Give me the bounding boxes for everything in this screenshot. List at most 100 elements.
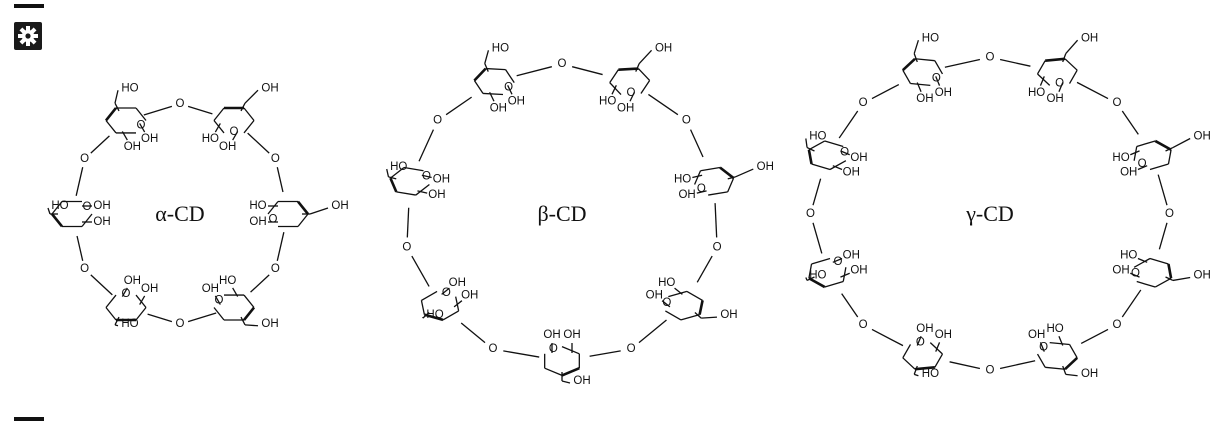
oh-label: OH xyxy=(124,141,141,153)
glycosidic-bond xyxy=(187,312,217,323)
bridge-oxygen-label: O xyxy=(713,241,722,253)
ch2-bond xyxy=(1062,53,1067,63)
oh-label: OH xyxy=(1046,93,1063,105)
oh-label: HO xyxy=(674,173,691,185)
ch2oh-label: HO xyxy=(809,270,826,282)
ring-bond xyxy=(665,310,682,321)
ring-oxygen-label: O xyxy=(442,287,451,299)
oh-bond xyxy=(232,131,239,141)
oh-bond xyxy=(214,295,221,305)
oh-bond xyxy=(935,76,941,86)
oh-label: OH xyxy=(935,329,952,341)
ring-bond xyxy=(505,69,515,83)
glycosidic-bond xyxy=(1158,222,1168,250)
ring-bond xyxy=(297,213,309,227)
oh-bond xyxy=(840,272,850,278)
glycosidic-bond xyxy=(250,274,270,293)
ring-bond xyxy=(1068,69,1078,84)
ring-bond xyxy=(296,200,310,215)
oh-label: HO xyxy=(599,96,616,108)
ring-bond xyxy=(1133,257,1151,268)
bridge-oxygen-label: O xyxy=(1112,97,1121,109)
oh-label: OH xyxy=(449,277,466,289)
ch2oh-label: HO xyxy=(492,42,509,54)
ring-bond xyxy=(708,191,728,196)
oh-bond xyxy=(1130,272,1140,278)
ch2-bond xyxy=(701,316,718,319)
ch2oh-label: HO xyxy=(121,82,138,94)
glycosidic-bond xyxy=(187,105,213,115)
ch2-bond xyxy=(422,312,430,319)
glycosidic-bond xyxy=(812,178,822,206)
ring-bond xyxy=(213,307,225,321)
glycosidic-bond xyxy=(949,361,981,370)
ring-bond xyxy=(824,280,844,288)
glycosidic-bond xyxy=(276,232,285,261)
ring-bond xyxy=(668,290,688,298)
ch2-bond xyxy=(805,277,808,281)
ch2-bond xyxy=(114,90,119,104)
ring-bond xyxy=(934,60,944,75)
oh-bond xyxy=(1058,335,1064,346)
ch2oh-label: OH xyxy=(1194,270,1211,282)
oh-bond xyxy=(611,85,617,95)
molecule-1: OOOOOOOOHHOOHOOHHOOHOOHHOOHOHOOHOHOHOOHO… xyxy=(47,82,349,330)
ring-oxygen-label: O xyxy=(697,183,706,195)
oh-bond xyxy=(661,300,671,308)
oh-label: HO xyxy=(249,200,266,212)
ch2-bond xyxy=(638,49,653,64)
glycosidic-bond xyxy=(411,255,430,287)
glycosidic-bond xyxy=(276,167,284,193)
molecule-name: α-CD xyxy=(155,201,204,226)
oh-bond xyxy=(507,85,513,95)
bridge-oxygen-label: O xyxy=(402,241,411,253)
oh-label: HO xyxy=(1112,152,1129,164)
glycosidic-bond xyxy=(714,203,718,238)
oh-bond xyxy=(629,91,635,102)
bridge-oxygen-label: O xyxy=(488,343,497,355)
ring-oxygen-label: O xyxy=(1131,267,1140,279)
ch2-bond xyxy=(1062,365,1067,375)
ring-bond xyxy=(811,163,831,171)
glycosidic-bond xyxy=(841,293,859,318)
oh-label: HO xyxy=(219,275,236,287)
ring-bond xyxy=(81,213,93,227)
bridge-oxygen-label: O xyxy=(1112,319,1121,331)
oh-bond xyxy=(139,295,146,305)
oh-label: OH xyxy=(678,189,695,201)
glycosidic-bond xyxy=(445,96,472,116)
ring-bond xyxy=(389,177,398,193)
ring-bond xyxy=(686,290,703,301)
ch2-bond xyxy=(805,138,808,148)
glycosidic-bond xyxy=(696,255,713,283)
oh-bond xyxy=(421,174,432,179)
ch2-bond xyxy=(1065,39,1079,55)
ring-bond xyxy=(1167,263,1173,279)
ch2-bond xyxy=(914,373,919,377)
ch2oh-label: HO xyxy=(51,200,68,212)
ring-bond xyxy=(1154,277,1172,288)
ring-bond xyxy=(807,149,813,165)
ring-bond xyxy=(1136,280,1156,288)
oh-bond xyxy=(1130,150,1140,156)
ring-bond xyxy=(1149,257,1169,265)
oh-label: OH xyxy=(433,173,450,185)
ring-bond xyxy=(618,67,639,71)
ring-bond xyxy=(473,67,487,82)
oh-label: OH xyxy=(141,133,158,145)
ring-bond xyxy=(902,357,916,370)
ring-oxygen-label: O xyxy=(1138,158,1147,170)
ch2-bond xyxy=(240,316,246,326)
settings-button[interactable] xyxy=(14,22,42,50)
bridge-oxygen-label: O xyxy=(806,208,815,220)
ring-bond xyxy=(51,201,63,215)
glycosidic-bond xyxy=(571,66,603,76)
glycosidic-bond xyxy=(944,58,981,68)
